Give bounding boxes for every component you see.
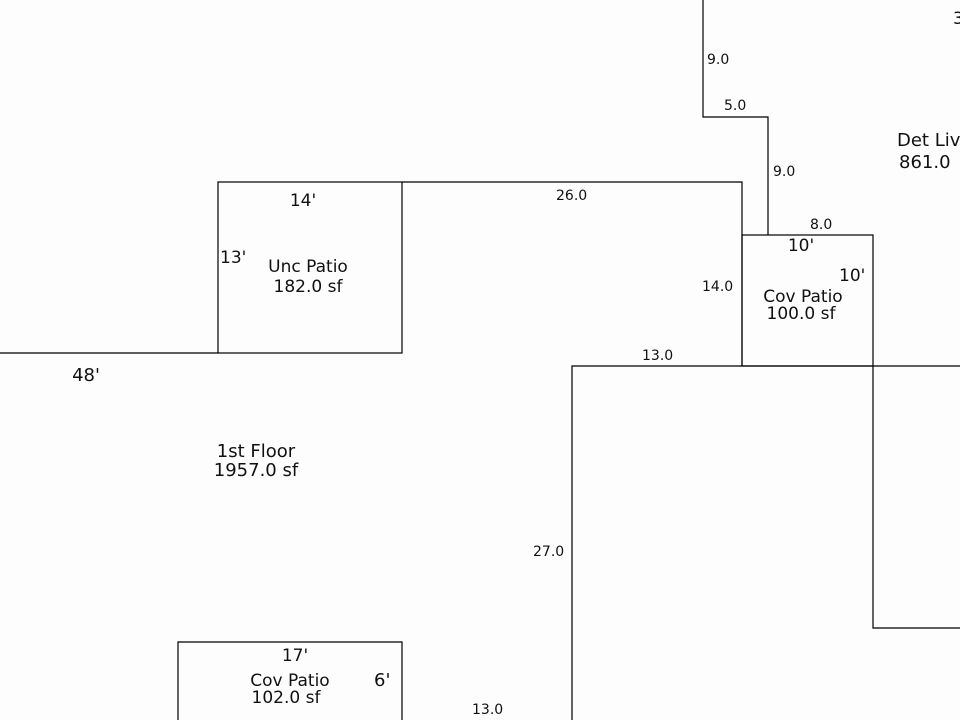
- cov-patio-upper-depth: 10': [839, 266, 865, 286]
- cov-patio-upper-width: 10': [788, 236, 814, 256]
- dimension-9-0-top: 9.0: [707, 52, 729, 68]
- unc-patio-outline: [217, 181, 403, 354]
- unc-patio-name: Unc Patio: [268, 257, 348, 277]
- cov-patio-upper-sqft: 100.0 sf: [767, 304, 837, 324]
- dimension-26-0: 26.0: [556, 188, 587, 204]
- dimension-13-0-top: 13.0: [642, 348, 673, 364]
- det-living-name: Det Liv: [897, 130, 960, 151]
- unc-patio-depth: 13': [220, 248, 246, 268]
- first-floor-width: 48': [72, 365, 100, 386]
- area-labels: Det Liv 861.0 Unc Patio 182.0 sf 14' 13'…: [72, 130, 960, 708]
- det-living-sqft: 861.0: [899, 152, 951, 173]
- det-living-outline: [702, 0, 769, 235]
- cov-patio-upper-name: Cov Patio: [763, 287, 842, 307]
- cov-patio-lower-depth: 6': [374, 670, 390, 691]
- dimension-8-0: 8.0: [810, 217, 832, 233]
- dimension-labels: 9.0 5.0 9.0 8.0 26.0 14.0 13.0 27.0 13.0…: [472, 9, 960, 718]
- first-floor-east-wall-27: [571, 365, 960, 720]
- unc-patio-width: 14': [290, 191, 316, 211]
- cov-patio-lower-outline: [177, 641, 403, 720]
- cov-patio-lower-width: 17': [282, 646, 308, 666]
- dimension-27-0: 27.0: [533, 544, 564, 560]
- dimension-5-0: 5.0: [724, 98, 746, 114]
- det-living-lower-wall: [872, 366, 960, 629]
- unc-patio-sqft: 182.0 sf: [274, 277, 344, 297]
- dimension-9-0-mid: 9.0: [773, 164, 795, 180]
- dimension-3-edge: 3: [953, 9, 960, 29]
- cov-patio-lower-name: Cov Patio: [250, 671, 329, 691]
- dimension-13-0-bottom: 13.0: [472, 702, 503, 718]
- first-floor-sqft: 1957.0 sf: [214, 460, 299, 481]
- cov-patio-lower-sqft: 102.0 sf: [252, 688, 322, 708]
- dimension-14-0: 14.0: [702, 279, 733, 295]
- first-floor-name: 1st Floor: [217, 441, 296, 462]
